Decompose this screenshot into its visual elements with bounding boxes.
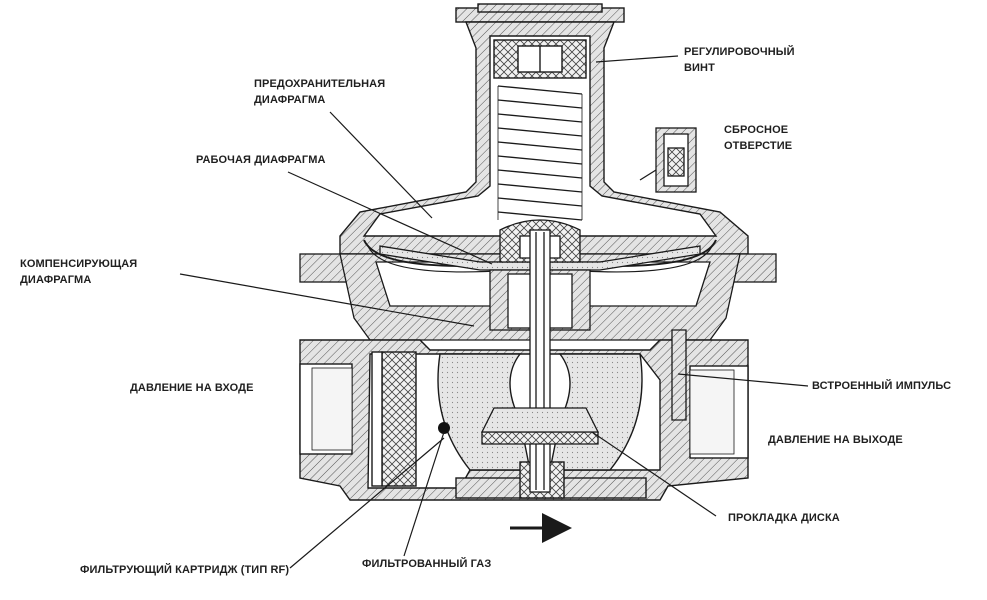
filtered-gas-dot	[438, 422, 450, 434]
impulse-tube	[671, 329, 687, 421]
label-compensating-diaphragm-line2: ДИАФРАГМА	[20, 274, 92, 286]
label-outlet-pressure: ДАВЛЕНИЕ НА ВЫХОДЕ	[768, 434, 903, 446]
label-compensating-diaphragm: КОМПЕНСИРУЮЩАЯ ДИАФРАГМА	[20, 256, 137, 288]
label-inlet-pressure: ДАВЛЕНИЕ НА ВХОДЕ	[130, 382, 254, 394]
label-compensating-diaphragm-line1: КОМПЕНСИРУЮЩАЯ	[20, 258, 138, 270]
bonnet	[339, 3, 749, 255]
stem	[480, 229, 600, 493]
vent-boss	[639, 127, 697, 193]
label-filtered-gas: ФИЛЬТРОВАННЫЙ ГАЗ	[362, 558, 492, 570]
label-safety-diaphragm-line1: ПРЕДОХРАНИТЕЛЬНАЯ	[254, 78, 386, 90]
label-disk-gasket: ПРОКЛАДКА ДИСКА	[728, 512, 840, 524]
label-safety-diaphragm-line2: ДИАФРАГМА	[254, 94, 326, 106]
label-vent-hole: СБРОСНОЕ ОТВЕРСТИЕ	[724, 122, 792, 154]
leader-lines	[179, 55, 809, 569]
label-working-diaphragm: РАБОЧАЯ ДИАФРАГМА	[196, 154, 326, 166]
label-adjusting-screw: РЕГУЛИРОВОЧНЫЙ ВИНТ	[684, 44, 795, 76]
spring	[497, 85, 583, 221]
label-builtin-impulse: ВСТРОЕННЫЙ ИМПУЛЬС	[812, 380, 952, 392]
label-adjusting-screw-line2: ВИНТ	[684, 62, 715, 74]
label-adjusting-screw-line1: РЕГУЛИРОВОЧНЫЙ	[684, 46, 795, 58]
label-vent-hole-line1: СБРОСНОЕ	[724, 124, 789, 136]
label-safety-diaphragm: ПРЕДОХРАНИТЕЛЬНАЯ ДИАФРАГМА	[254, 76, 385, 108]
label-filter-cartridge: ФИЛЬТРУЮЩИЙ КАРТРИДЖ (ТИП RF)	[80, 564, 290, 576]
label-vent-hole-line2: ОТВЕРСТИЕ	[724, 140, 793, 152]
